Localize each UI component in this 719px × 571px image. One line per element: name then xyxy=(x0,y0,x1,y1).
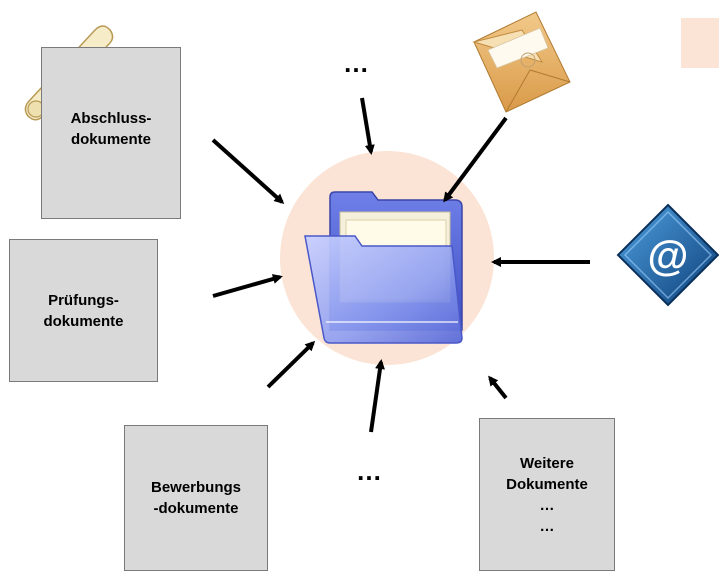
arrow-top-dots xyxy=(360,97,375,155)
folder-icon xyxy=(304,191,463,344)
box-weitere-label: Weitere Dokumente … … xyxy=(506,454,588,535)
box-weitere-dokumente: Weitere Dokumente … … xyxy=(479,418,615,571)
arrow-bewerbung xyxy=(266,340,316,389)
box-bewerbungsdokumente: Bewerbungs -dokumente xyxy=(124,425,268,571)
box-abschlussdokumente: Abschluss- dokumente xyxy=(41,47,181,219)
corner-tab xyxy=(681,18,719,68)
arrow-pruefung xyxy=(212,274,283,298)
arrow-weitere xyxy=(488,375,508,400)
arrow-bottom-dots xyxy=(369,359,385,433)
arrow-abschluss xyxy=(211,138,285,205)
ellipsis-top: … xyxy=(343,48,370,78)
arrows xyxy=(211,97,590,433)
ellipsis-bottom: … xyxy=(356,456,383,486)
svg-text:@: @ xyxy=(648,232,689,279)
box-abschluss-label: Abschluss- dokumente xyxy=(70,110,152,148)
box-pruefungsdokumente: Prüfungs- dokumente xyxy=(9,239,158,382)
box-bewerbung-label: Bewerbungs -dokumente xyxy=(150,479,241,517)
envelope-icon xyxy=(472,11,571,113)
box-pruefung-label: Prüfungs- dokumente xyxy=(43,291,124,330)
arrow-envelope xyxy=(443,116,508,203)
email-at-icon: @ xyxy=(616,203,719,307)
